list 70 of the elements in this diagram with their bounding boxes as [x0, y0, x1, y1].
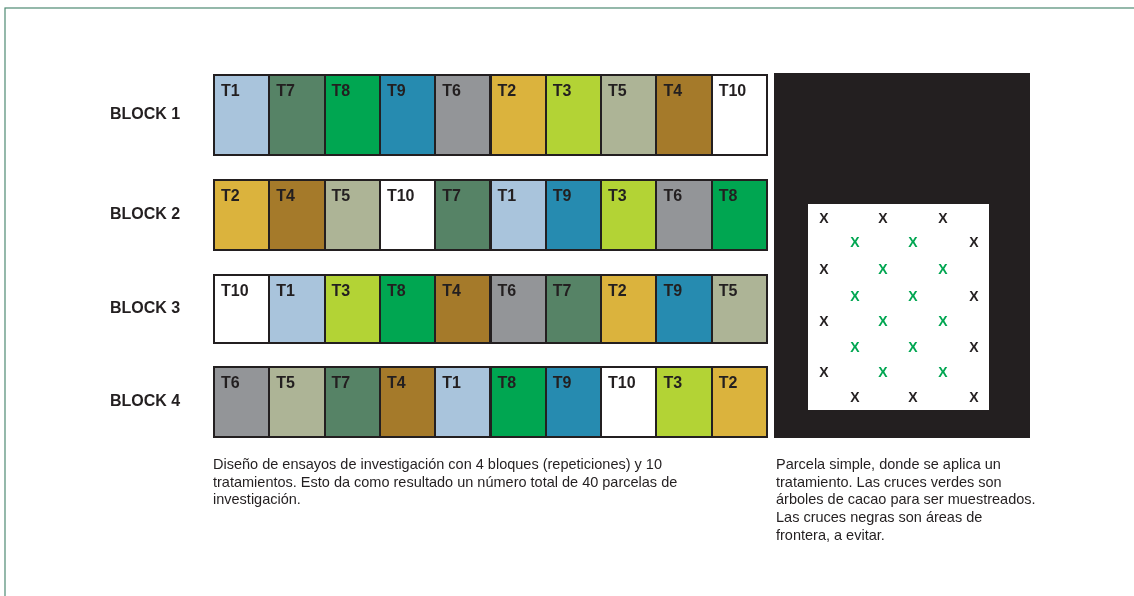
plot-cell: T5: [323, 179, 381, 251]
plot-cell: T3: [600, 179, 658, 251]
plot-cell: T6: [434, 74, 492, 156]
border-mark: X: [968, 390, 980, 404]
tree-mark: X: [877, 314, 889, 328]
plot-cell: T5: [710, 274, 768, 344]
border-mark: X: [968, 340, 980, 354]
plot-cell: T10: [213, 274, 271, 344]
plot-cell: T9: [378, 74, 437, 156]
block-label: BLOCK 3: [110, 299, 181, 317]
tree-mark: X: [877, 262, 889, 276]
block-label: BLOCK 1: [110, 105, 181, 123]
tree-mark: X: [877, 365, 889, 379]
border-mark: X: [877, 211, 889, 225]
tree-mark: X: [849, 235, 861, 249]
plot-cell: T1: [268, 274, 326, 344]
border-mark: X: [849, 390, 861, 404]
plot-cell: T4: [268, 179, 326, 251]
tree-mark: X: [849, 289, 861, 303]
tree-mark: X: [937, 262, 949, 276]
block-label: BLOCK 2: [110, 205, 181, 223]
border-mark: X: [968, 289, 980, 303]
plot-cell: T10: [710, 74, 768, 156]
plot-cell: T8: [710, 179, 768, 251]
plot-cell: T4: [655, 74, 713, 156]
border-mark: X: [818, 314, 830, 328]
plot-cell: T2: [710, 366, 768, 438]
border-mark: X: [907, 390, 919, 404]
caption: Diseño de ensayos de investigación con 4 bloques (repeticiones) y 10 tratamientos. Esto da como resultado un número total de 40 parcelas de investigación.: [213, 456, 679, 510]
plot-cell: T7: [544, 274, 603, 344]
plot-cell: T5: [268, 366, 326, 438]
plot-cell: T8: [378, 274, 437, 344]
plot-cell: T4: [378, 366, 437, 438]
plot-cell: T8: [323, 74, 381, 156]
plot-cell: T3: [655, 366, 713, 438]
plot-cell: T7: [268, 74, 326, 156]
plot-cell: T7: [434, 179, 492, 251]
plot-cell: T5: [600, 74, 658, 156]
border-mark: X: [818, 211, 830, 225]
plot-cell: T10: [378, 179, 437, 251]
plot-cell: T7: [323, 366, 381, 438]
border-mark: X: [818, 365, 830, 379]
plot-cell: T8: [489, 366, 547, 438]
plot-cell: T4: [434, 274, 492, 344]
plot-cell: T3: [544, 74, 603, 156]
plot-cell: T2: [600, 274, 658, 344]
plot-cell: T9: [544, 366, 603, 438]
caption: Parcela simple, donde se aplica un tratamiento. Las cruces verdes son árboles de cacao para ser muestreados. Las cruces negras son áreas de frontera, a evitar.: [776, 456, 1037, 545]
plot-cell: T9: [544, 179, 603, 251]
plot-cell: T9: [655, 274, 713, 344]
tree-mark: X: [937, 365, 949, 379]
tree-mark: X: [937, 314, 949, 328]
plot-cell: T3: [323, 274, 381, 344]
plot-cell: T6: [655, 179, 713, 251]
plot-cell: T2: [489, 74, 547, 156]
border-mark: X: [968, 235, 980, 249]
tree-mark: X: [907, 289, 919, 303]
plot-cell: T10: [600, 366, 658, 438]
plot-cell: T1: [489, 179, 547, 251]
tree-mark: X: [907, 235, 919, 249]
border-mark: X: [937, 211, 949, 225]
tree-mark: X: [849, 340, 861, 354]
plot-cell: T6: [213, 366, 271, 438]
border-mark: X: [818, 262, 830, 276]
plot-cell: T6: [489, 274, 547, 344]
tree-mark: X: [907, 340, 919, 354]
plot-cell: T2: [213, 179, 271, 251]
plot-cell: T1: [434, 366, 492, 438]
block-label: BLOCK 4: [110, 392, 181, 410]
plot-cell: T1: [213, 74, 271, 156]
